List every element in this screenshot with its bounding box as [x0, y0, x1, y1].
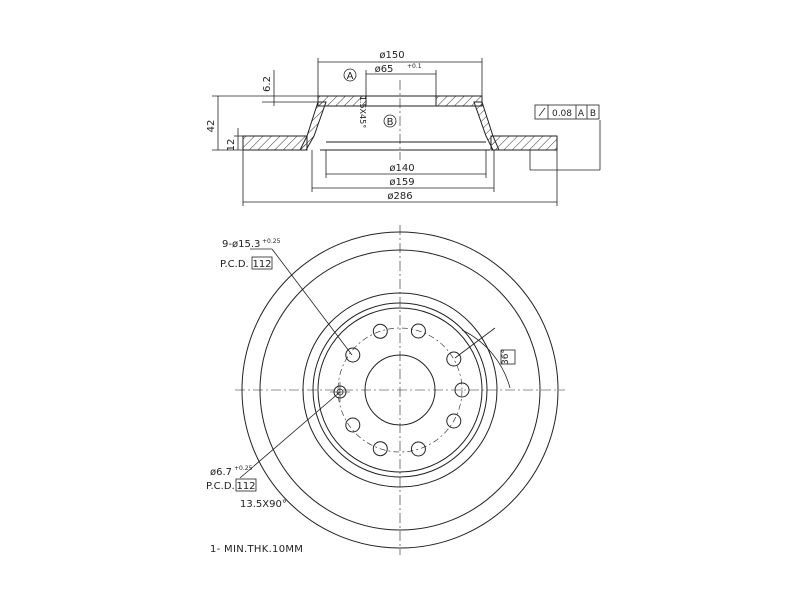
runout-datum-b: B	[590, 109, 596, 119]
disc-section-right	[490, 135, 558, 151]
bolt-hole	[345, 347, 361, 363]
dim-hat-base: ø159	[389, 177, 414, 188]
disc-section-left	[242, 135, 308, 151]
bolt-hole	[446, 351, 462, 367]
bolt-holes	[345, 323, 470, 457]
dim-bore: ø65	[375, 64, 394, 75]
pcd2-label: P.C.D.	[206, 481, 235, 492]
pcd2-value: 112	[236, 481, 255, 492]
hat-top-left	[317, 95, 367, 107]
pcd2-box	[235, 478, 257, 492]
hole-leader	[239, 391, 341, 479]
hat-wall-right	[473, 101, 500, 151]
section-labels: ø150 A ø65 +0.1 6.2 42 12 1.5X45° B ø140…	[206, 50, 596, 202]
bolt-hole	[345, 417, 361, 433]
pcd-circle	[337, 327, 463, 453]
dim-total-height: 42	[206, 120, 217, 133]
bolt-hole	[454, 382, 470, 398]
front-labels: 9-ø15.3 +0.25 P.C.D. 112 ø6.7 +0.25 P.C.…	[206, 238, 511, 555]
bolt-hole	[372, 441, 388, 457]
datum-a-label: A	[347, 71, 354, 82]
angle-box	[500, 349, 516, 365]
chamfer-note: 13.5X90°	[240, 499, 287, 510]
bolt-hole	[372, 323, 388, 339]
bolt-hole	[410, 441, 426, 457]
datum-b-circle	[383, 114, 397, 128]
bolt-hole	[446, 413, 462, 429]
angle-label: 36°	[501, 349, 511, 365]
dim-disc-outer: ø286	[387, 191, 412, 202]
bolt-holes-label: 9-ø15.3	[222, 239, 260, 250]
min-thickness-note: 1- MIN.THK.10MM	[210, 544, 303, 555]
bolt-hole	[410, 323, 426, 339]
bore-tol: +0.1	[407, 63, 422, 70]
section-view	[212, 58, 601, 206]
runout-value: 0.08	[552, 109, 572, 119]
pcd-label: P.C.D.	[220, 259, 249, 270]
dim-hat-step: 6.2	[262, 76, 273, 92]
datum-a-circle	[343, 68, 357, 82]
hat-top-right	[435, 95, 483, 107]
dim-outer-hat: ø150	[379, 50, 404, 61]
pcd-box	[251, 256, 273, 270]
datum-b-label: B	[387, 117, 394, 128]
chamfer: 1.5X45°	[358, 96, 367, 128]
small-hole-tol: +0.25	[234, 465, 253, 472]
front-view	[235, 225, 565, 555]
angle-arc	[461, 329, 511, 389]
hat-wall-left	[299, 101, 327, 151]
dim-thickness: 12	[226, 139, 237, 152]
bolt-leader	[271, 248, 353, 356]
pcd-value: 112	[252, 259, 271, 270]
runout-frame	[534, 104, 600, 120]
runout-datum-a: A	[578, 109, 585, 119]
dim-inner-ring: ø140	[389, 163, 414, 174]
bolt-holes-tol: +0.25	[262, 238, 281, 245]
small-hole-label: ø6.7	[210, 467, 232, 478]
